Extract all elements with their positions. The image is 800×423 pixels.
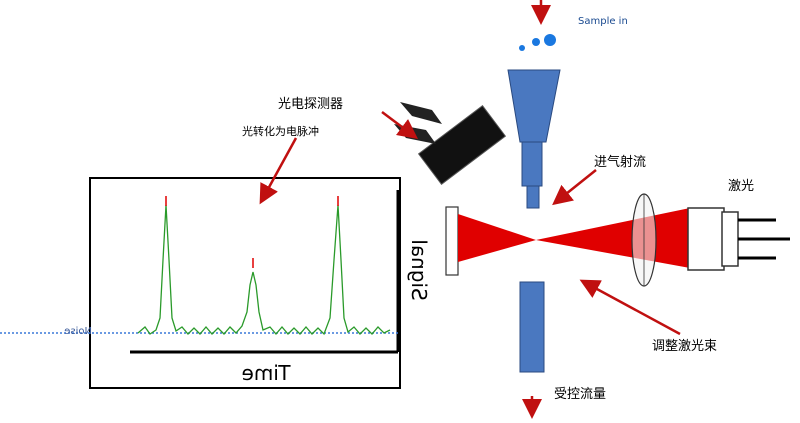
signal-axis-label: Signal <box>407 239 431 300</box>
photodetector-label: 光电探测器 <box>278 97 343 112</box>
signal-trace <box>137 204 391 336</box>
laser-cap <box>721 211 739 267</box>
sample-in-label: Sample in <box>578 16 628 27</box>
light-to-pulse-label: 光转化为电脉冲 <box>242 124 319 138</box>
laser-beam-right <box>536 208 690 268</box>
noise-label: Noise <box>64 326 92 337</box>
sample-nozzle <box>507 69 561 143</box>
laser-source <box>687 207 725 271</box>
nozzle-neck <box>521 141 543 187</box>
droplets-icon <box>519 34 556 51</box>
sheath-flow-arrow <box>552 169 597 206</box>
laser-beam-left <box>458 214 536 262</box>
beam-dump-plate <box>445 206 459 276</box>
time-axis-label: Time <box>242 361 292 385</box>
adjust-laser-label: 调整激光束 <box>652 339 717 354</box>
adjust-laser-arrow <box>579 279 681 336</box>
photodetector-icon <box>394 102 507 185</box>
sheath-flow-label: 进气射流 <box>594 154 646 170</box>
chart-frame <box>89 177 401 389</box>
collector-tube <box>519 281 545 373</box>
photodetector-arrow <box>381 111 418 139</box>
controlled-flow-label: 受控流量 <box>554 387 606 402</box>
laser-label: 激光 <box>728 179 754 194</box>
pulse-arrow <box>259 137 298 205</box>
nozzle-tip <box>526 185 540 209</box>
